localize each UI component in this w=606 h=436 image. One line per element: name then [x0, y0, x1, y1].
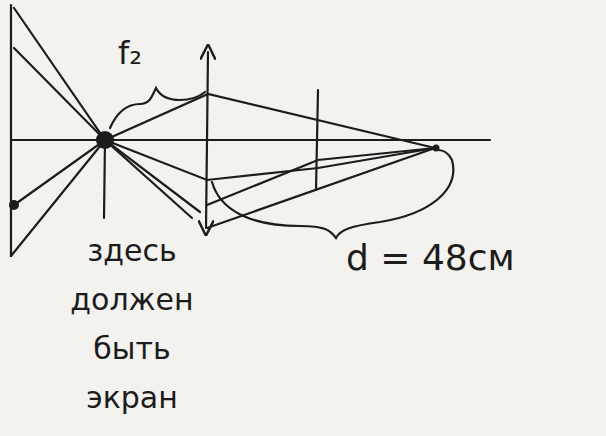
screen-line [104, 140, 105, 218]
ray [14, 94, 435, 205]
optical-axis [12, 139, 490, 141]
note-text: здесь должен быть экран [52, 226, 212, 422]
plane-line [316, 90, 318, 190]
bracket [110, 88, 205, 128]
object-point [9, 200, 19, 210]
source-point [433, 145, 440, 152]
lens [206, 52, 208, 228]
ray [105, 140, 435, 180]
ray [14, 48, 200, 212]
dimension-label: d = 48см [346, 236, 515, 280]
bracket [212, 150, 453, 238]
object-line [10, 5, 12, 256]
focal-label: f₂ [118, 34, 142, 72]
image-point [96, 131, 114, 149]
ray [207, 148, 435, 205]
